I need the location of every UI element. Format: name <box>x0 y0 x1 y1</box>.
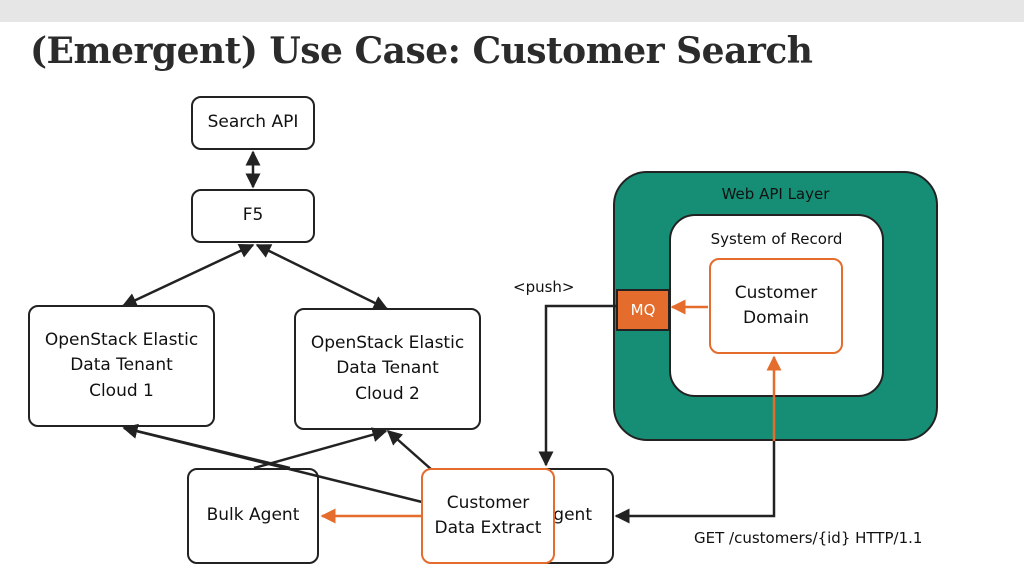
f5-label: F5 <box>242 205 264 226</box>
mq-label: MQ <box>630 301 656 319</box>
customer-domain-label: Customer Domain <box>734 282 818 329</box>
bulk-agent-node: Bulk Agent <box>187 468 319 564</box>
mq-node: MQ <box>616 289 670 331</box>
get-request-label: GET /customers/{id} HTTP/1.1 <box>694 529 923 547</box>
cloud1-node: OpenStack Elastic Data Tenant Cloud 1 <box>28 305 215 427</box>
get-request-connector <box>614 441 776 524</box>
extract-cloud2-connector <box>386 430 433 471</box>
slide-title: (Emergent) Use Case: Customer Search <box>30 30 813 72</box>
web-api-layer-label: Web API Layer <box>721 185 830 203</box>
f5-cloud1-connector <box>121 243 255 308</box>
system-of-record-label: System of Record <box>710 230 843 248</box>
search-api-label: Search API <box>207 112 299 133</box>
f5-node: F5 <box>191 189 315 243</box>
cloud2-label: OpenStack Elastic Data Tenant Cloud 2 <box>310 332 465 404</box>
extract-cloud1-connector <box>122 423 423 504</box>
customer-data-extract-node: Customer Data Extract <box>421 468 555 564</box>
customer-data-extract-label: Customer Data Extract <box>434 492 542 539</box>
top-bar <box>0 0 1024 22</box>
bulk-cloud2-connector <box>253 427 388 470</box>
customer-domain-node: Customer Domain <box>709 258 843 354</box>
mq-agent-push-connector <box>538 304 616 467</box>
bulk-agent-label: Bulk Agent <box>206 505 300 526</box>
f5-cloud2-connector <box>255 243 389 311</box>
agent-partial-label: gent <box>553 505 592 526</box>
push-label: <push> <box>513 278 575 296</box>
cloud1-label: OpenStack Elastic Data Tenant Cloud 1 <box>44 329 199 401</box>
search-api-node: Search API <box>191 96 315 150</box>
